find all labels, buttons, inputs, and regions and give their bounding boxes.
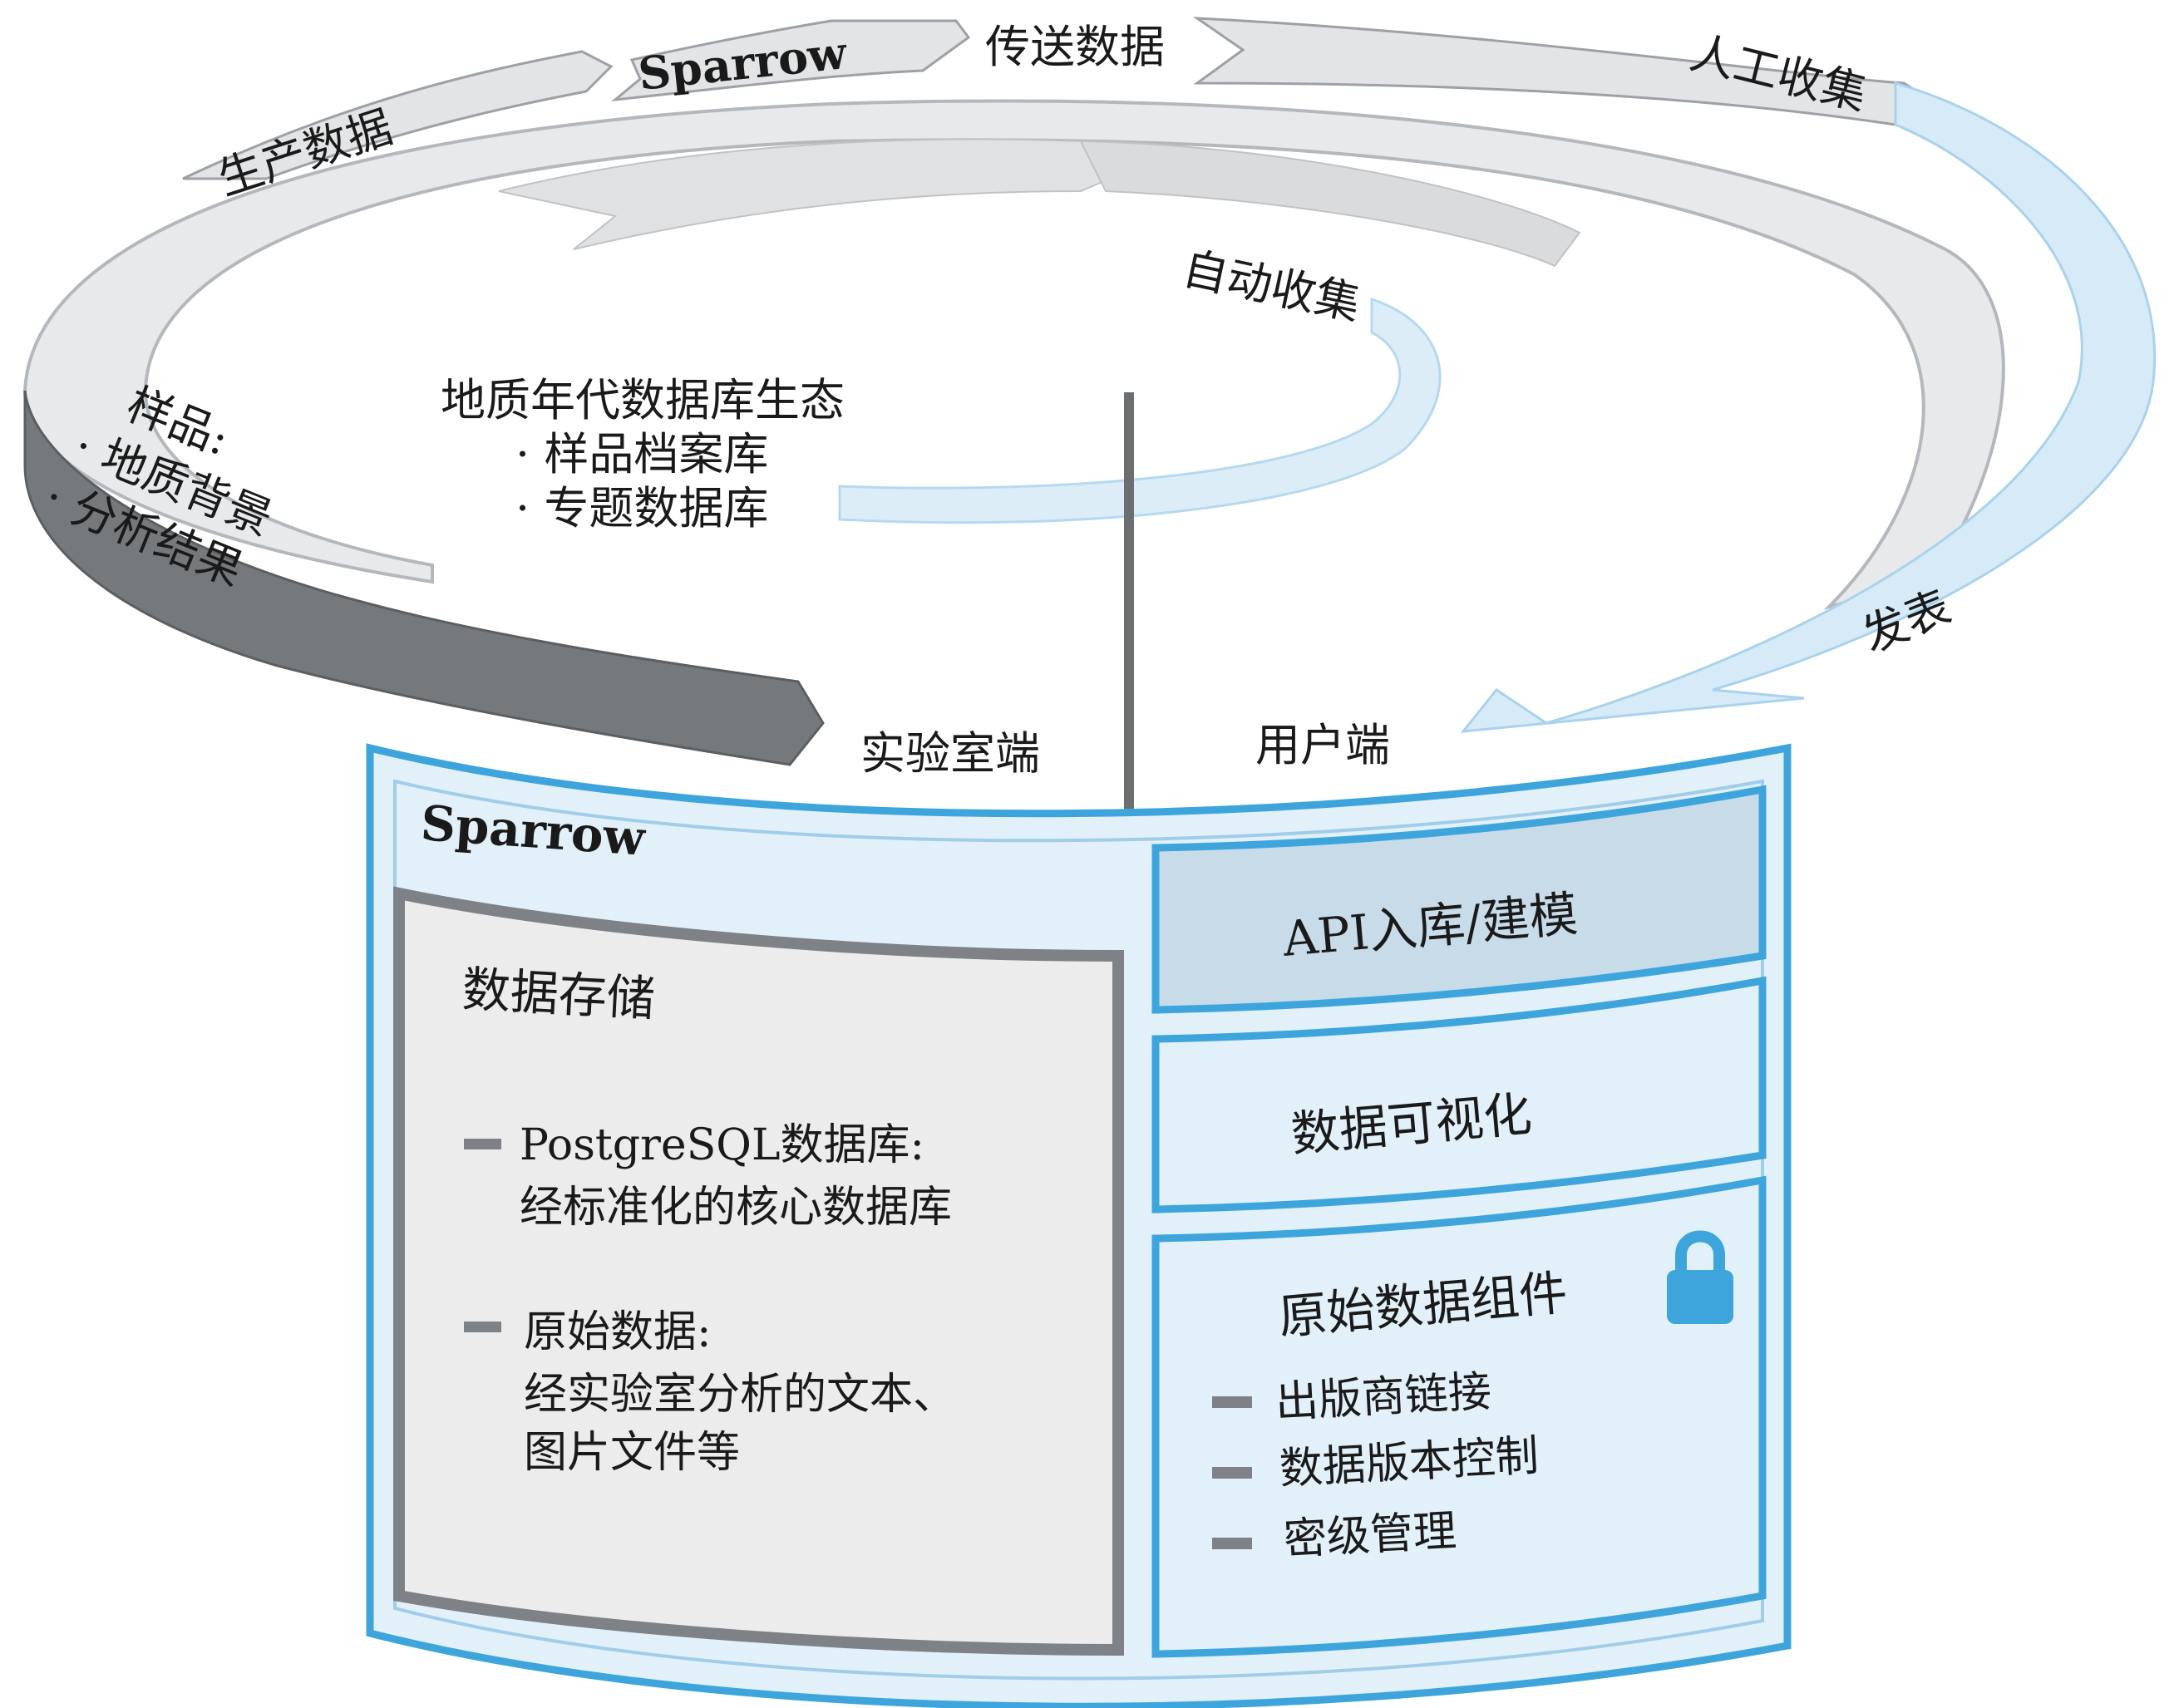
- data-cycle-ring: [22, 17, 2157, 816]
- bullet-dash: [464, 1139, 501, 1149]
- storage-item-detail: 图片文件等: [524, 1428, 740, 1478]
- raw-data-panel: [1151, 1175, 1767, 1658]
- outer-ring-band: [22, 99, 2005, 610]
- visualization-panel: [1151, 976, 1767, 1213]
- lab-end-label: 实验室端: [860, 727, 1040, 780]
- inner-blue-arc: [838, 297, 1442, 524]
- raw-data-item: 密级管理: [1283, 1506, 1458, 1565]
- user-end-label: 用户端: [1255, 719, 1390, 771]
- lab-dark-arc: [23, 390, 825, 766]
- inner-arrow-chain-2: [1079, 140, 1581, 268]
- sparrow-inner-frame: [393, 779, 1764, 1681]
- storage-title: 数据存储: [461, 961, 656, 1027]
- top-arrow-band: [182, 50, 614, 180]
- lock-icon: [1667, 1230, 1733, 1324]
- auto-collect-label: 自动收集: [1178, 242, 1364, 331]
- transfer-data-label: 传送数据: [985, 21, 1165, 73]
- api-panel: [1151, 785, 1767, 1014]
- ecosystem-title: 地质年代数据库生态: [441, 374, 845, 426]
- bullet-dash: [1212, 1396, 1252, 1408]
- ecosystem-block: 地质年代数据库生态 · 样品档案库 · 专题数据库: [441, 374, 845, 534]
- storage-panel: [393, 886, 1124, 1656]
- bullet-dash: [1212, 1538, 1252, 1549]
- bullet-dash: [1212, 1467, 1252, 1479]
- ecosystem-item: · 样品档案库: [515, 428, 768, 480]
- sparrow-system-box: Sparrow 数据存储 PostgreSQL数据库: 经标准化的核心数据库 原…: [366, 743, 1792, 1708]
- storage-item-head: 原始数据:: [524, 1307, 712, 1357]
- bullet-dash: [464, 1322, 501, 1332]
- top-arrow-band-2: [611, 19, 971, 102]
- center-divider: [1124, 392, 1134, 816]
- sparrow-cycle-label: Sparrow: [636, 26, 850, 101]
- raw-data-item: 出版商链接: [1274, 1366, 1493, 1428]
- ecosystem-item: · 专题数据库: [515, 482, 768, 534]
- storage-item-detail: 经标准化的核心数据库: [520, 1183, 952, 1233]
- storage-item-head: PostgreSQL数据库:: [520, 1120, 924, 1170]
- right-blue-arc: [1460, 81, 2157, 733]
- storage-item-detail: 经实验室分析的文本、: [524, 1370, 956, 1420]
